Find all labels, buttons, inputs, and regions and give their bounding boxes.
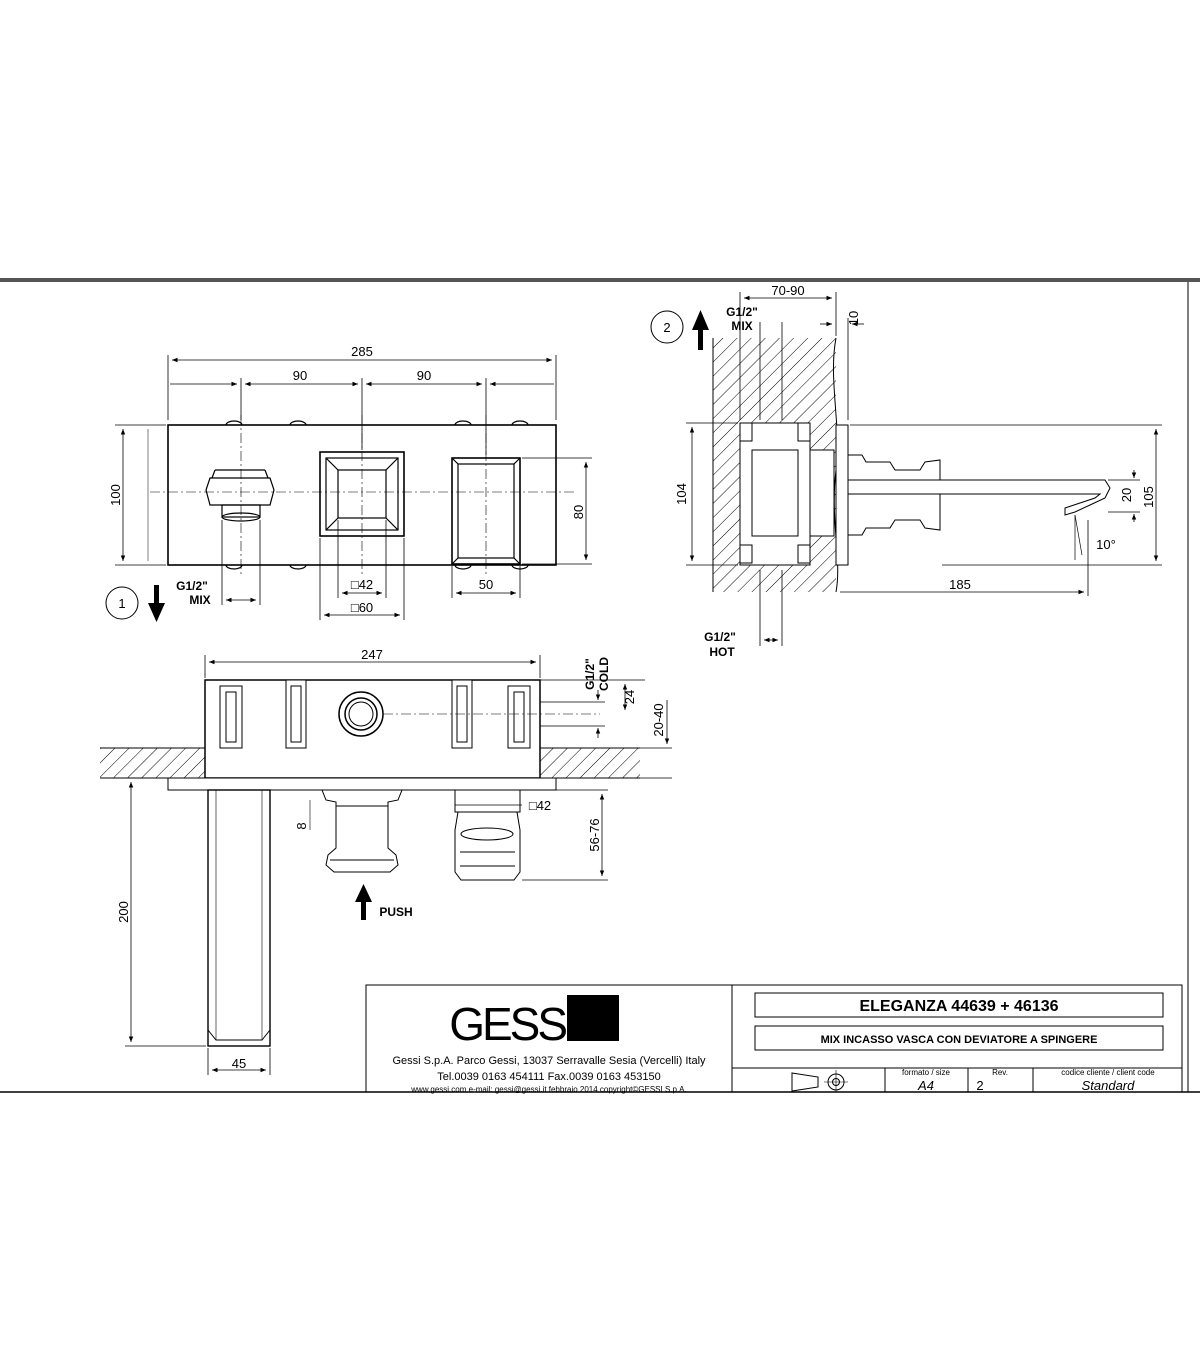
angle-10: 10° (1096, 537, 1116, 552)
client-code-label: codice cliente / client code (1061, 1068, 1155, 1077)
side-view-labels: 70-90 10 G1/2" MIX 104 105 20 10° 185 G1… (650, 283, 1156, 659)
title-block (365, 984, 1183, 1093)
dim-185: 185 (949, 577, 971, 592)
dim-sq42-knob: □42 (529, 798, 551, 813)
title-block-text: GESSI Gessi S.p.A. Parco Gessi, 13037 Se… (392, 998, 1155, 1094)
top-view (100, 679, 640, 1047)
dim-200: 200 (116, 901, 131, 923)
dim-100: 100 (108, 484, 123, 506)
dim-80: 80 (571, 505, 586, 519)
client-code-value: Standard (1082, 1078, 1136, 1093)
dim-8: 8 (294, 822, 309, 829)
rev-value: 2 (976, 1078, 983, 1093)
top-view-labels: 247 G1/2" COLD 24 20-40 8 □42 56-76 200 … (116, 647, 666, 1071)
dim-45: 45 (232, 1056, 246, 1071)
company-address: Gessi S.p.A. Parco Gessi, 13037 Serraval… (392, 1055, 706, 1067)
inlet-type: MIX (189, 593, 210, 607)
dim-24: 24 (622, 690, 637, 704)
product-name: ELEGANZA 44639 + 46136 (859, 998, 1058, 1015)
cold-type: COLD (597, 657, 611, 691)
dim-247: 247 (361, 647, 383, 662)
side-view (712, 337, 1111, 593)
dim-56-76: 56-76 (587, 818, 602, 851)
dim-10: 10 (846, 311, 861, 325)
mix-size: G1/2" (726, 305, 758, 319)
rev-label: Rev. (992, 1068, 1008, 1077)
company-phone: Tel.0039 0163 454111 Fax.0039 0163 45315… (437, 1071, 660, 1083)
push-label: PUSH (379, 905, 412, 919)
inlet-size: G1/2" (176, 579, 208, 593)
side-view-dimensions (686, 292, 1162, 646)
cold-size: G1/2" (583, 658, 597, 690)
view-marker-2 (650, 310, 684, 344)
hot-type: HOT (709, 645, 735, 659)
front-view-dimensions (115, 355, 592, 620)
mix-type: MIX (731, 319, 752, 333)
dim-105: 105 (1141, 486, 1156, 508)
view-marker-1-label: 1 (118, 596, 125, 611)
front-view-labels: 285 90 90 100 80 □42 □60 50 G1/2" MIX 1 (105, 344, 586, 622)
dim-285: 285 (351, 344, 373, 359)
top-view-dimensions (125, 655, 672, 1075)
dim-sq60: □60 (351, 600, 373, 615)
product-description: MIX INCASSO VASCA CON DEVIATORE A SPINGE… (821, 1034, 1098, 1046)
dim-20: 20 (1119, 488, 1134, 502)
arrow-down-icon (148, 585, 165, 622)
arrow-up-icon (692, 310, 709, 350)
projection-symbol-icon (791, 1070, 848, 1092)
gessi-logo-square (567, 995, 619, 1041)
dim-90-left: 90 (293, 368, 307, 383)
format-label: formato / size (902, 1068, 951, 1077)
brand-logo: GESSI (449, 998, 575, 1050)
dim-20-40: 20-40 (651, 703, 666, 736)
dim-50: 50 (479, 577, 493, 592)
dim-sq42: □42 (351, 577, 373, 592)
dim-90-right: 90 (417, 368, 431, 383)
front-view (150, 415, 575, 575)
format-value: A4 (917, 1078, 934, 1093)
company-web: www.gessi.com e-mail: gessi@gessi.it feb… (410, 1085, 686, 1094)
hot-size: G1/2" (704, 630, 736, 644)
dim-104: 104 (674, 483, 689, 505)
view-marker-1 (105, 586, 139, 620)
view-marker-2-label: 2 (663, 320, 670, 335)
push-arrow-icon (355, 884, 372, 920)
dim-70-90: 70-90 (771, 283, 804, 298)
